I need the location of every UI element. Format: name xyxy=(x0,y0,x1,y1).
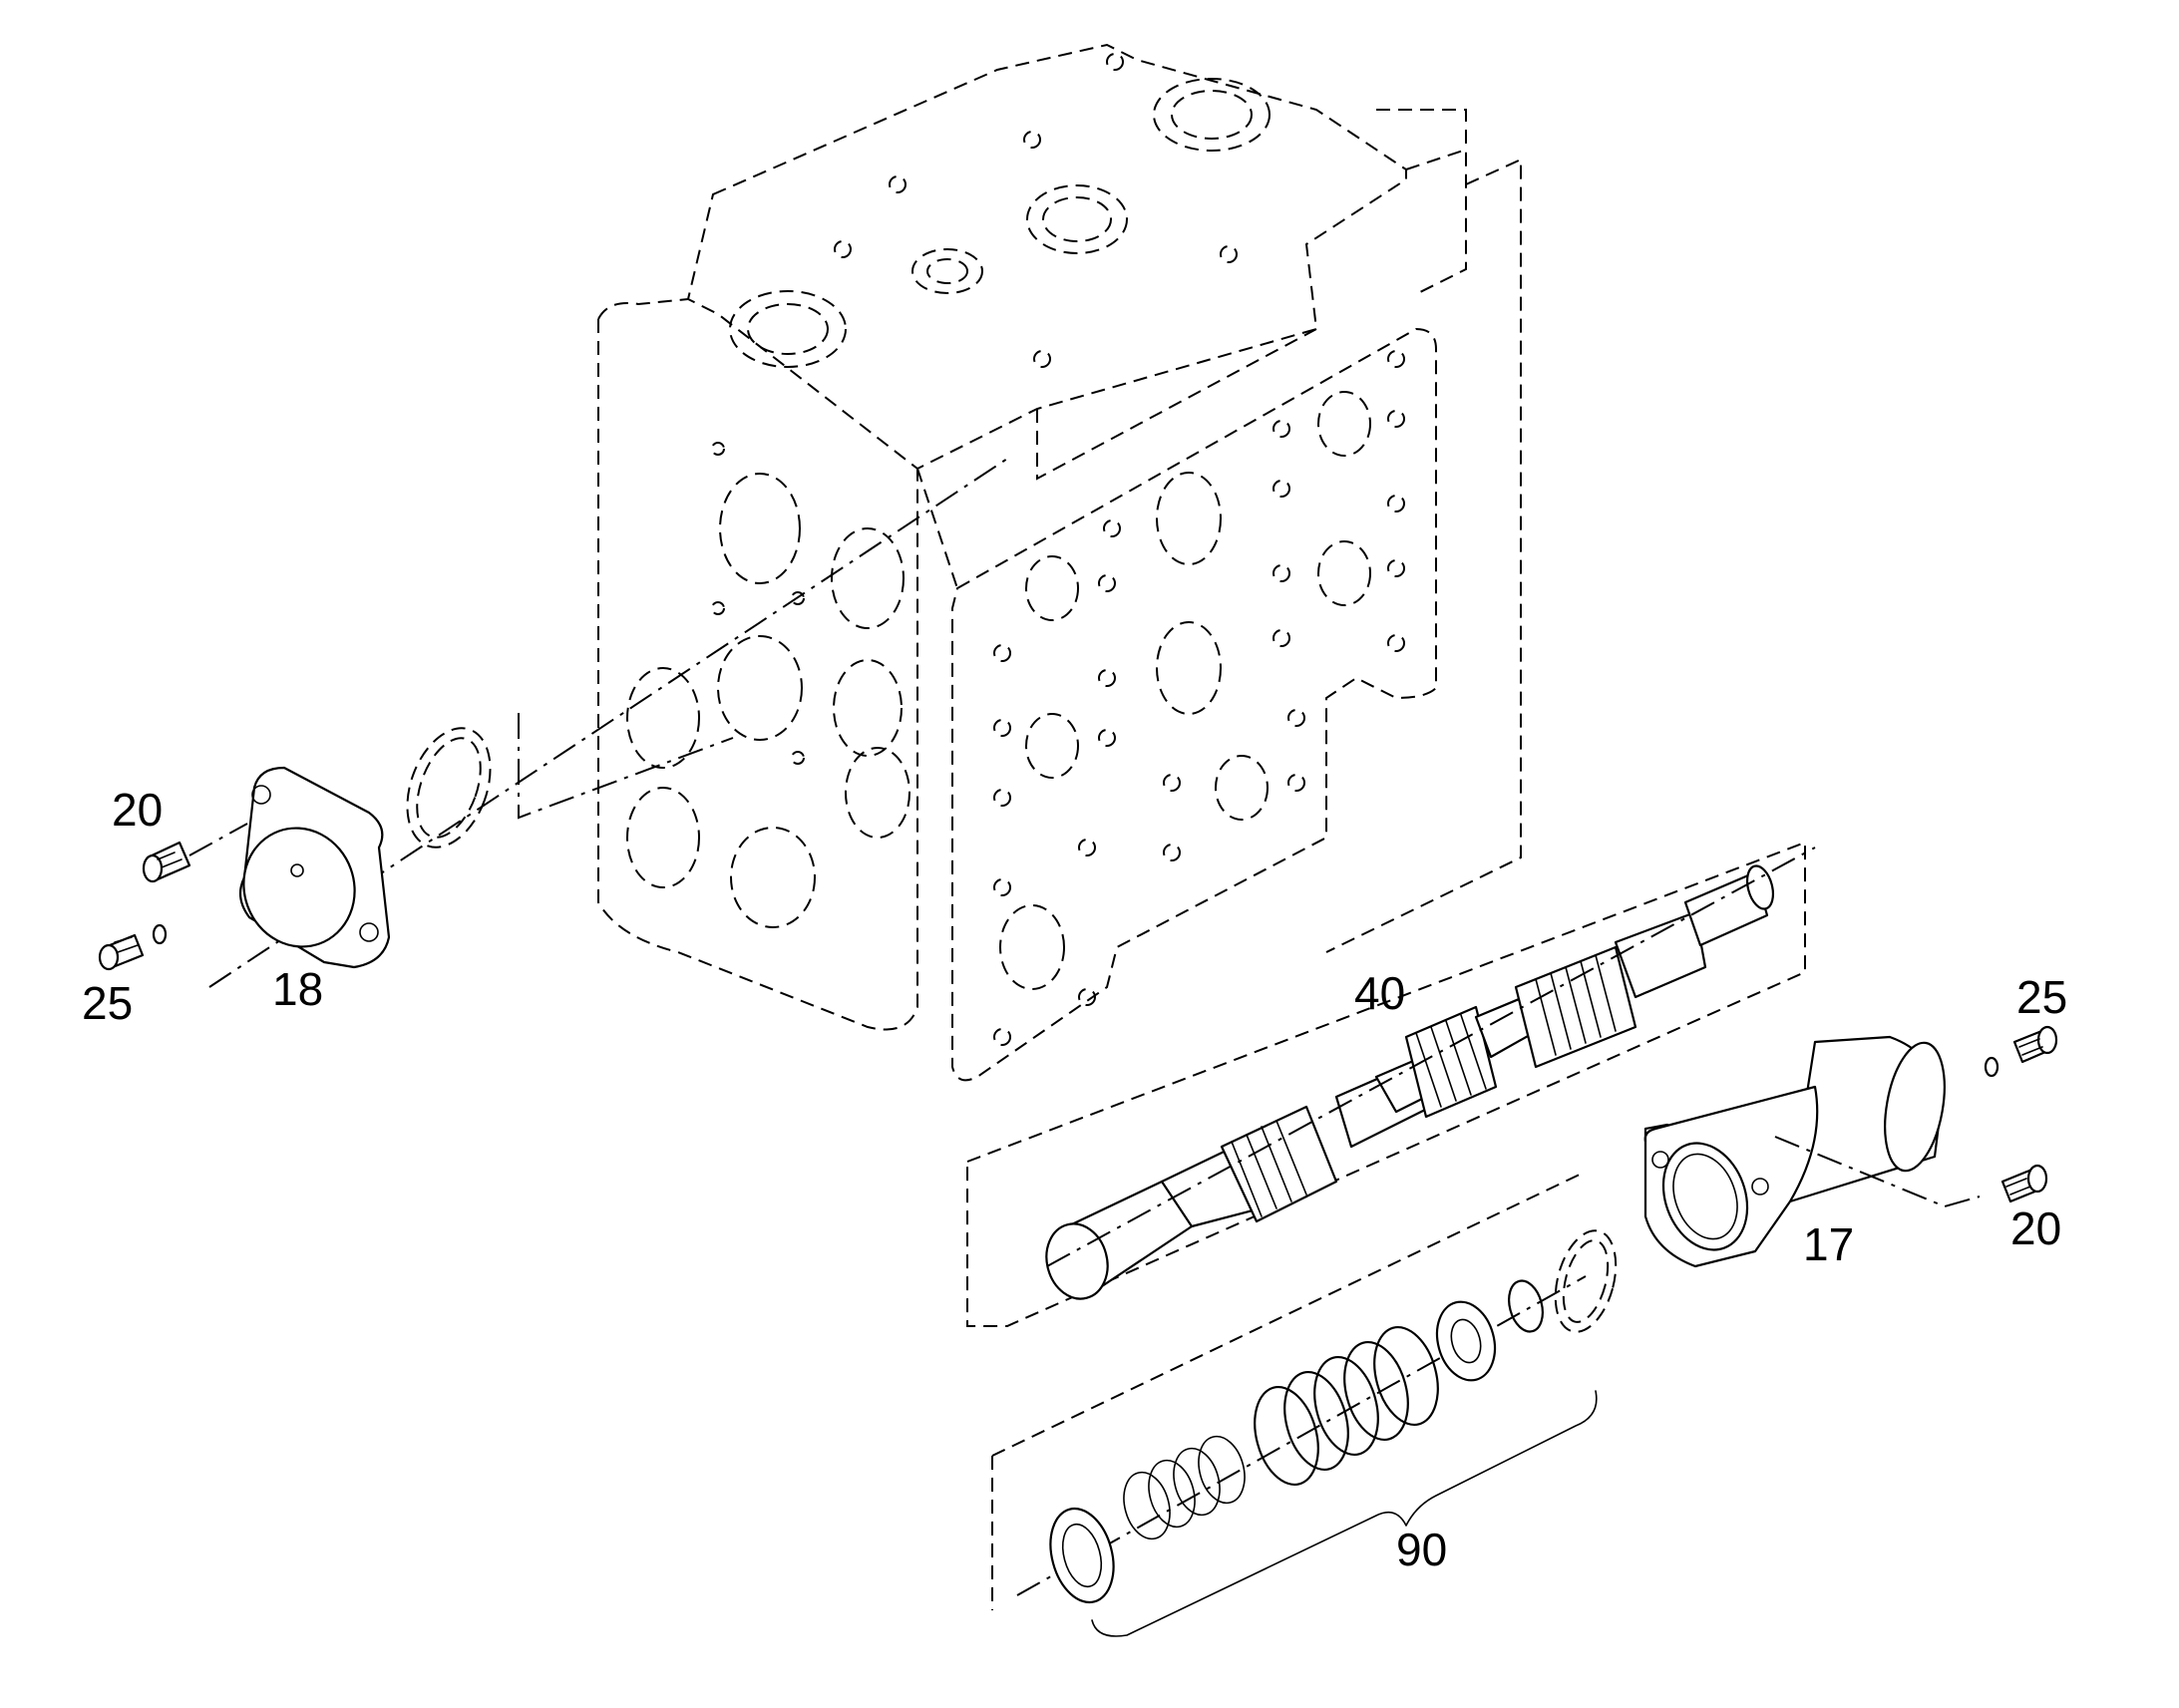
right-cover-assembly xyxy=(1554,1025,2058,1333)
callout-labels: 20 25 18 40 25 20 17 90 xyxy=(82,784,2067,1575)
callout-20-right: 20 xyxy=(2010,1202,2061,1254)
valve-body xyxy=(597,43,1522,1082)
cover-part-17 xyxy=(1643,1035,1946,1268)
bolt-part-25-left xyxy=(98,923,168,971)
bolt-part-25-right xyxy=(1984,1025,2058,1078)
spring-assembly-part-90 xyxy=(991,1171,1598,1637)
bolt-part-20-left xyxy=(142,841,191,883)
callout-25-right: 25 xyxy=(2016,971,2067,1023)
callout-20-left: 20 xyxy=(112,784,163,836)
left-cover-assembly xyxy=(98,458,1008,988)
cover-part-18 xyxy=(238,766,391,969)
callout-17: 17 xyxy=(1803,1218,1854,1270)
callout-90: 90 xyxy=(1396,1524,1447,1575)
callout-25-left: 25 xyxy=(82,977,133,1029)
spool-part-40 xyxy=(966,841,1816,1327)
bolt-part-20-right xyxy=(2000,1164,2048,1203)
callout-18: 18 xyxy=(272,963,323,1015)
callout-40: 40 xyxy=(1354,967,1405,1019)
